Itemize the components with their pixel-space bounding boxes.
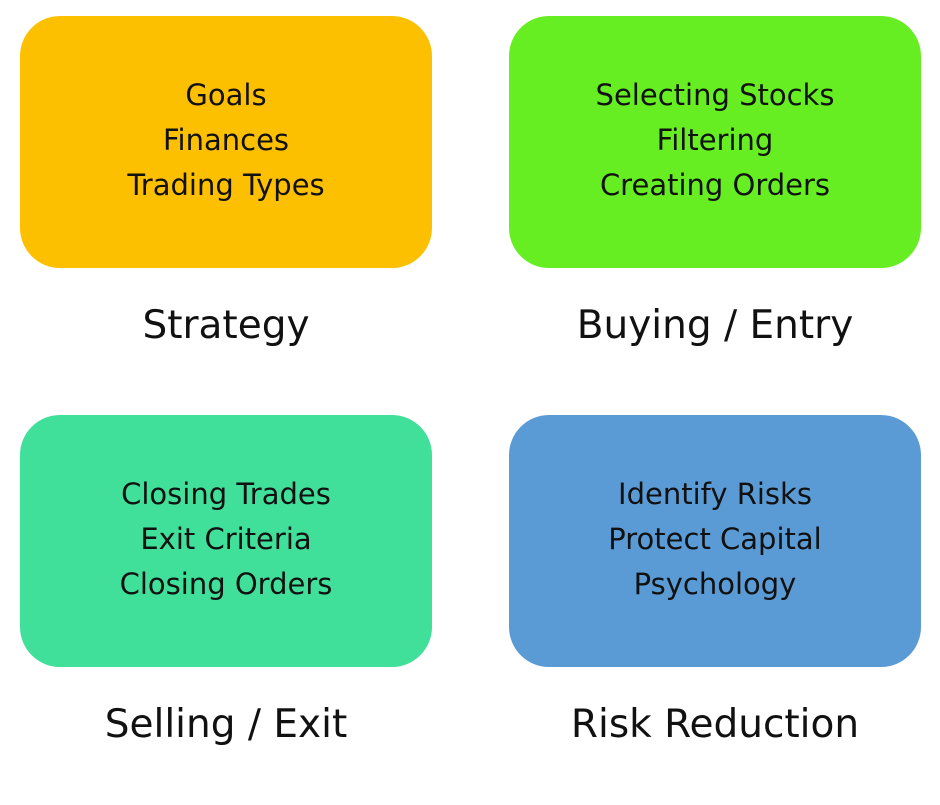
- quadrant-buying-entry: Selecting Stocks Filtering Creating Orde…: [509, 16, 921, 406]
- buying-item-creating-orders: Creating Orders: [599, 167, 831, 202]
- quadrant-risk-reduction: Identify Risks Protect Capital Psycholog…: [509, 415, 921, 805]
- strategy-caption: Strategy: [142, 303, 310, 348]
- risk-item-identify-risks: Identify Risks: [618, 476, 812, 511]
- quadrant-strategy: Goals Finances Trading Types Strategy: [20, 16, 432, 406]
- risk-item-protect-capital: Protect Capital: [608, 521, 822, 556]
- risk-item-psychology: Psychology: [633, 566, 797, 601]
- buying-item-filtering: Filtering: [656, 122, 774, 157]
- buying-entry-caption: Buying / Entry: [576, 303, 854, 348]
- strategy-item-finances: Finances: [162, 122, 290, 157]
- selling-item-closing-trades: Closing Trades: [121, 476, 331, 511]
- selling-exit-box: Closing Trades Exit Criteria Closing Ord…: [20, 415, 432, 667]
- buying-entry-box: Selecting Stocks Filtering Creating Orde…: [509, 16, 921, 268]
- selling-exit-caption: Selling / Exit: [104, 702, 348, 747]
- quadrant-selling-exit: Closing Trades Exit Criteria Closing Ord…: [20, 415, 432, 805]
- risk-reduction-caption: Risk Reduction: [570, 702, 860, 747]
- risk-reduction-box: Identify Risks Protect Capital Psycholog…: [509, 415, 921, 667]
- strategy-item-trading-types: Trading Types: [127, 167, 325, 202]
- strategy-box: Goals Finances Trading Types: [20, 16, 432, 268]
- selling-item-exit-criteria: Exit Criteria: [140, 521, 312, 556]
- strategy-item-goals: Goals: [185, 77, 267, 112]
- selling-item-closing-orders: Closing Orders: [119, 566, 333, 601]
- buying-item-selecting-stocks: Selecting Stocks: [595, 77, 835, 112]
